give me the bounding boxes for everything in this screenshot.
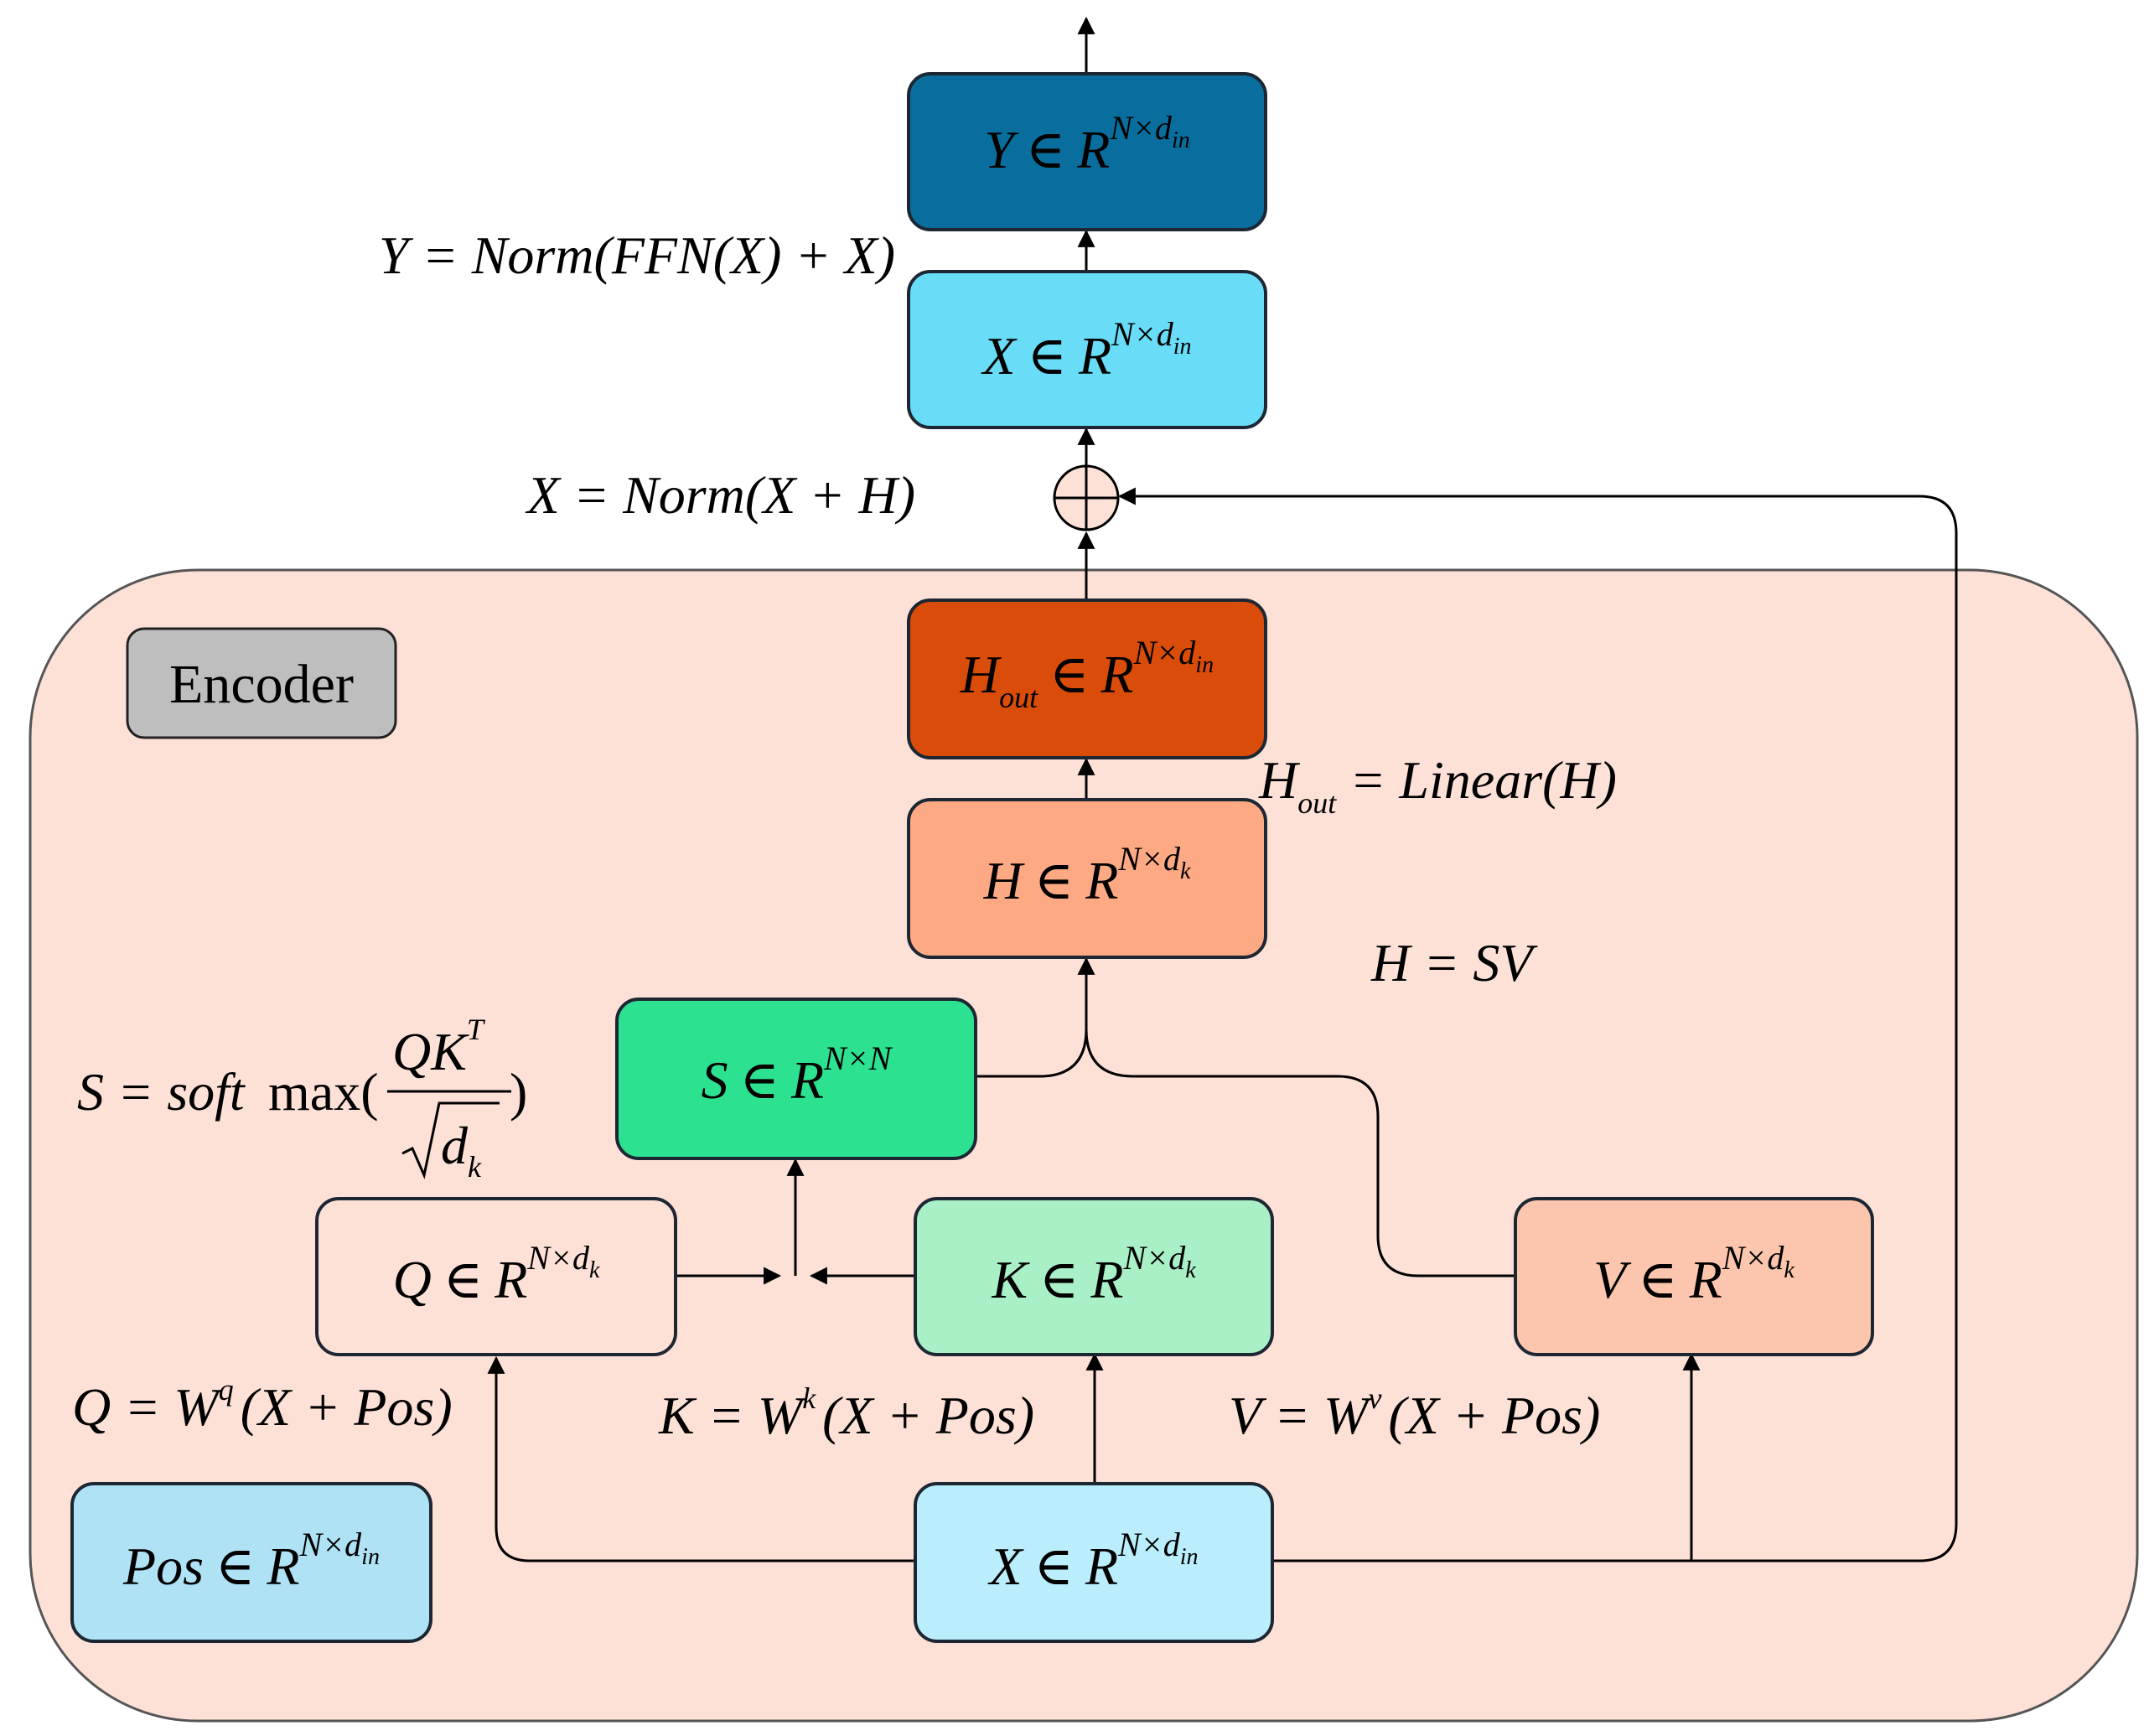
q-box-label: Q∈RN×dk	[393, 1239, 600, 1309]
add-node	[1053, 464, 1120, 531]
v-equation: V = Wv(X + Pos)	[1229, 1381, 1600, 1445]
x-bottom-box-label: X∈RN×din	[987, 1526, 1198, 1596]
q-equation: Q = Wq(X + Pos)	[72, 1373, 453, 1437]
encoder-region	[28, 568, 2139, 1723]
s-box	[615, 998, 977, 1160]
h-out-box	[907, 599, 1267, 759]
pos-box-label: Pos∈RN×din	[122, 1526, 380, 1596]
v-to-h-connector	[1085, 1029, 1515, 1277]
x-to-q-connector	[487, 1355, 915, 1562]
s-box-label: S∈RN×N	[702, 1039, 893, 1110]
x-top-box	[907, 270, 1267, 429]
pos-box	[70, 1482, 432, 1643]
x-top-box-label: X∈RN×din	[980, 315, 1191, 386]
svg-text:S = soft: S = soft	[77, 1062, 246, 1122]
svg-text:): )	[510, 1062, 527, 1122]
h-equation: H = SV	[1370, 933, 1538, 992]
k-box-label: K∈RN×dk	[991, 1239, 1196, 1309]
k-equation: K = Wk(X + Pos)	[658, 1381, 1034, 1445]
v-box-label: V∈RN×dk	[1593, 1239, 1794, 1309]
svg-text:dk: dk	[441, 1116, 482, 1184]
k-box	[914, 1197, 1274, 1356]
y-box	[907, 72, 1267, 231]
s-equation: S = soft max( QKT dk )	[77, 1013, 527, 1184]
v-box	[1514, 1197, 1874, 1356]
h-box	[907, 798, 1267, 959]
h-out-equation: Hout = Linear(H)	[1258, 750, 1617, 820]
y-box-label: Y∈RN×din	[984, 109, 1190, 179]
y-equation: Y = Norm(FFN(X) + X)	[379, 225, 895, 285]
h-box-label: H∈RN×dk	[983, 840, 1191, 910]
encoder-label-text: Encoder	[169, 654, 354, 715]
h-out-box-label: Hout∈RN×din	[960, 634, 1214, 714]
svg-text:max(: max(	[268, 1062, 379, 1122]
residual-connection	[1117, 487, 1958, 1562]
encoder-label: Encoder	[126, 627, 397, 739]
x-equation: X = Norm(X + H)	[525, 465, 915, 525]
q-box	[315, 1197, 677, 1356]
x-bottom-box	[914, 1482, 1274, 1643]
svg-text:QKT: QKT	[392, 1013, 486, 1081]
s-to-h-connector	[976, 1029, 1088, 1078]
